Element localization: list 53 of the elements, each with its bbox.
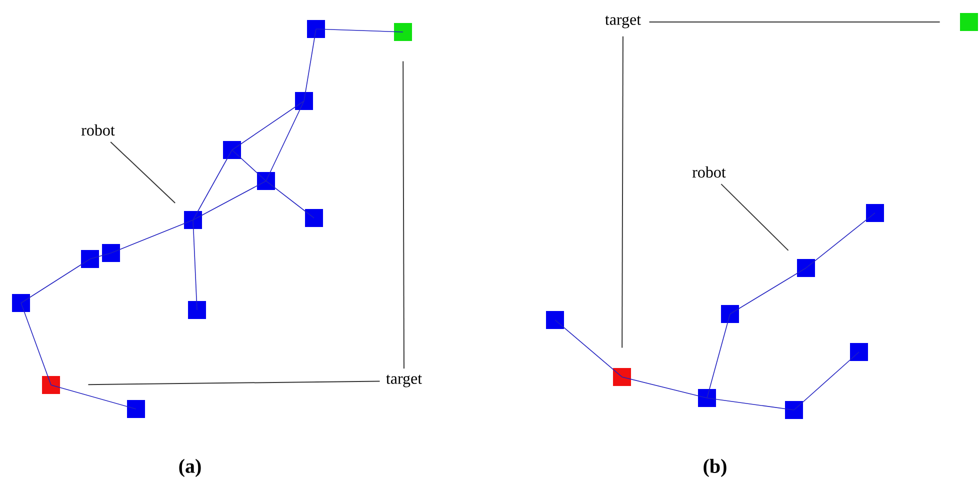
leader-line [720,184,789,251]
connector-line [266,180,314,218]
square-marker [960,13,978,31]
square-marker [866,204,884,222]
square-marker [81,250,100,268]
connector-line [192,220,198,310]
connector-line [50,384,136,410]
square-marker [102,244,120,262]
square-marker [850,343,868,361]
leader-line [88,380,380,386]
connector-line [20,258,90,304]
square-marker [307,20,325,38]
square-marker [184,211,202,229]
square-marker [223,141,241,159]
connector-line [554,320,622,378]
leader-line [402,60,404,370]
panel-caption: (a) [179,458,201,478]
connector-line [794,352,860,410]
square-marker [305,209,323,227]
leader-line [622,36,624,348]
callout-label: robot [81,124,115,136]
square-marker [12,294,30,312]
connector-line [232,100,304,150]
connector-line [110,220,194,254]
connector-line [316,28,404,32]
callout-label: target [386,374,422,388]
square-marker [42,376,60,394]
connector-line [304,28,316,102]
square-marker [394,23,412,41]
connector-line [706,314,730,398]
connector-line [90,252,112,260]
callout-label: target [605,16,641,28]
square-marker [127,400,146,418]
connector-line [192,150,232,220]
square-marker [797,259,815,277]
connector-line [192,180,266,220]
connector-line [266,100,304,182]
connector-line [706,398,794,410]
connector-line [622,376,708,398]
square-marker [295,92,313,110]
connector-line [232,150,266,182]
callout-label: robot [692,166,726,178]
square-marker [785,401,803,419]
panel-caption: (b) [704,458,726,478]
square-marker [698,389,716,407]
square-marker [188,301,206,319]
connector-line [730,268,806,314]
square-marker [546,311,564,329]
connector-line [20,302,52,386]
leader-line [110,141,176,204]
square-marker [721,305,739,323]
connector-line [806,212,876,268]
square-marker [613,368,631,386]
